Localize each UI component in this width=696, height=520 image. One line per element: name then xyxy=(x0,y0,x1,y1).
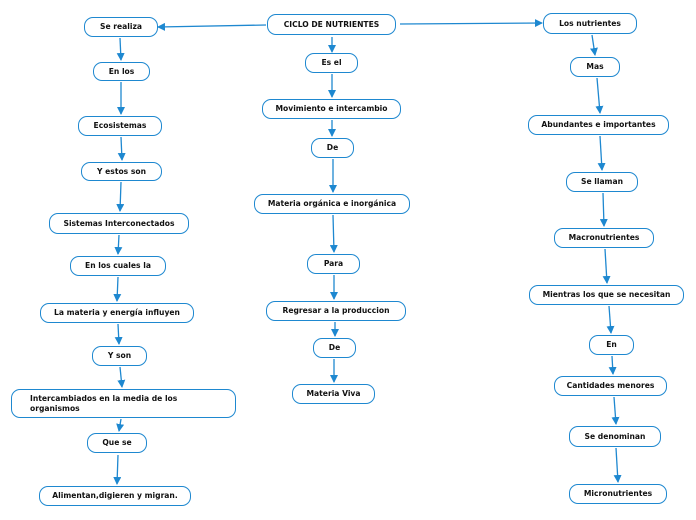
node-center-3[interactable]: De xyxy=(311,138,354,158)
connector-arrow-5 xyxy=(117,136,126,161)
node-center-1[interactable]: Es el xyxy=(305,53,358,73)
connector-arrow-26 xyxy=(608,355,617,375)
connector-arrow-20 xyxy=(590,34,598,56)
node-left-4[interactable]: Y estos son xyxy=(81,162,162,181)
node-left-7[interactable]: La materia y energía influyen xyxy=(40,303,194,323)
connector-arrow-6 xyxy=(116,181,125,212)
node-right-9[interactable]: Se denominan xyxy=(569,426,661,447)
node-center-6[interactable]: Regresar a la produccion xyxy=(266,301,406,321)
node-left-10[interactable]: Que se xyxy=(87,433,147,453)
node-center-5[interactable]: Para xyxy=(307,254,360,274)
node-right-2[interactable]: Mas xyxy=(570,57,620,77)
node-right-5[interactable]: Macronutrientes xyxy=(554,228,654,248)
connector-arrow-27 xyxy=(611,396,620,425)
connector-arrow-23 xyxy=(599,192,608,227)
node-center-7[interactable]: De xyxy=(313,338,356,358)
node-right-4[interactable]: Se llaman xyxy=(566,172,638,192)
node-center-2[interactable]: Movimiento e intercambio xyxy=(262,99,401,119)
connector-arrow-25 xyxy=(606,305,615,334)
connector-arrow-8 xyxy=(113,276,122,302)
connector-arrow-10 xyxy=(117,366,126,388)
node-right-6[interactable]: Mientras los que se necesitan xyxy=(529,285,684,305)
node-right-3[interactable]: Abundantes e importantes xyxy=(528,115,669,135)
connector-arrow-16 xyxy=(329,214,338,253)
node-right-7[interactable]: En xyxy=(589,335,634,355)
node-center-8[interactable]: Materia Viva xyxy=(292,384,375,404)
connector-arrow-21 xyxy=(595,77,604,114)
node-right-10[interactable]: Micronutrientes xyxy=(569,484,667,504)
edge-root-left xyxy=(157,22,267,31)
node-left-5[interactable]: Sistemas Interconectados xyxy=(49,213,189,234)
node-left-11[interactable]: Alimentan,digieren y migran. xyxy=(39,486,191,506)
node-left-6[interactable]: En los cuales la xyxy=(70,256,166,276)
connector-arrow-22 xyxy=(597,135,606,171)
node-root-title[interactable]: CICLO DE NUTRIENTES xyxy=(267,14,396,35)
node-left-9[interactable]: Intercambiados en la media de los organi… xyxy=(11,389,236,418)
connector-arrow-28 xyxy=(613,447,622,483)
edge-root-right xyxy=(399,19,543,28)
connector-arrow-7 xyxy=(114,234,123,255)
node-left-2[interactable]: En los xyxy=(93,62,150,81)
connector-arrow-24 xyxy=(602,248,611,284)
connector-arrow-12 xyxy=(113,454,122,485)
node-center-4[interactable]: Materia orgánica e inorgánica xyxy=(254,194,410,214)
node-right-1[interactable]: Los nutrientes xyxy=(543,13,637,34)
connector-arrow-9 xyxy=(114,323,123,345)
connector-arrow-3 xyxy=(116,37,125,61)
node-right-8[interactable]: Cantidades menores xyxy=(554,376,667,396)
node-left-1[interactable]: Se realiza xyxy=(84,17,158,37)
node-left-8[interactable]: Y son xyxy=(92,346,147,366)
node-left-3[interactable]: Ecosistemas xyxy=(78,116,162,136)
connector-arrow-11 xyxy=(116,418,125,432)
